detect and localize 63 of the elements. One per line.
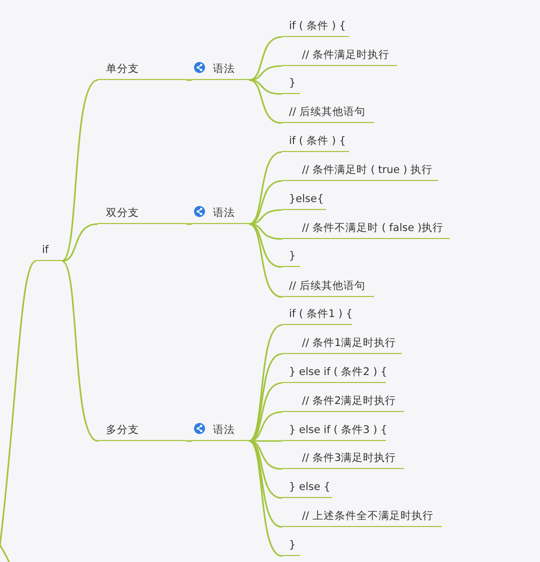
node-text: 语法 [213, 206, 235, 221]
node-text: if [42, 243, 49, 258]
code-line-node [282, 277, 374, 297]
node-text: 多分支 [106, 423, 139, 438]
connector-line [248, 353, 282, 442]
code-line-node [282, 392, 404, 412]
node-text: } else { [289, 480, 330, 495]
connector-line [248, 79, 282, 95]
node-text: if ( 条件 ) { [289, 19, 346, 34]
node-text: 语法 [213, 423, 235, 438]
connector-line [186, 440, 192, 442]
node-text: } [289, 538, 296, 553]
node-text: 语法 [213, 62, 235, 77]
node-text: 双分支 [106, 206, 139, 221]
node-text: // 条件3满足时执行 [302, 451, 396, 466]
connector-line [248, 223, 282, 268]
node-text: // 条件不满足时 ( false )执行 [302, 221, 444, 236]
node-text: // 后续其他语句 [289, 279, 366, 294]
connector-line [248, 36, 282, 81]
connector-line [248, 223, 282, 240]
connector-line [248, 209, 282, 225]
connector-line [248, 324, 282, 442]
node-text: // 条件1满足时执行 [302, 336, 396, 351]
code-line-node [282, 507, 442, 527]
node-text: } [289, 76, 296, 91]
branch-node [98, 60, 186, 80]
branch-node [98, 421, 186, 441]
node-text: // 条件满足时执行 [302, 48, 390, 63]
connector-line [248, 223, 282, 298]
connector-line [186, 223, 192, 225]
code-line-node [282, 219, 450, 239]
node-text: }else{ [289, 192, 324, 207]
node-text: 单分支 [106, 62, 139, 77]
node-text: // 条件2满足时执行 [302, 394, 396, 409]
code-line-node [282, 46, 397, 66]
connector-line [61, 79, 98, 262]
code-line-node [282, 334, 402, 354]
node-text: } [289, 249, 296, 264]
node-text: if ( 条件1 ) { [289, 307, 353, 322]
connector-line [248, 440, 282, 557]
connector-line [62, 223, 98, 262]
node-text: } else if ( 条件3 ) { [289, 423, 388, 438]
node-text: // 后续其他语句 [289, 105, 366, 120]
connector-line [0, 260, 36, 546]
connector-line [248, 65, 282, 81]
connector-line [248, 151, 282, 225]
connector-line [248, 440, 282, 528]
branch-node [98, 204, 186, 224]
node-text: } else if ( 条件2 ) { [289, 365, 388, 380]
code-line-node [282, 103, 374, 123]
node-text: // 上述条件全不满足时执行 [302, 509, 434, 524]
code-line-node [282, 161, 438, 181]
node-text: if ( 条件 ) { [289, 134, 346, 149]
syntax-node [192, 204, 249, 224]
connector-line [248, 382, 282, 442]
connector-line [248, 79, 282, 124]
connector-line [61, 260, 98, 442]
node-text: // 条件满足时 ( true ) 执行 [302, 163, 433, 178]
syntax-node [192, 421, 249, 441]
connector-line [248, 180, 282, 225]
code-line-node [282, 449, 404, 469]
connector-line [186, 79, 192, 81]
syntax-node [192, 60, 249, 80]
